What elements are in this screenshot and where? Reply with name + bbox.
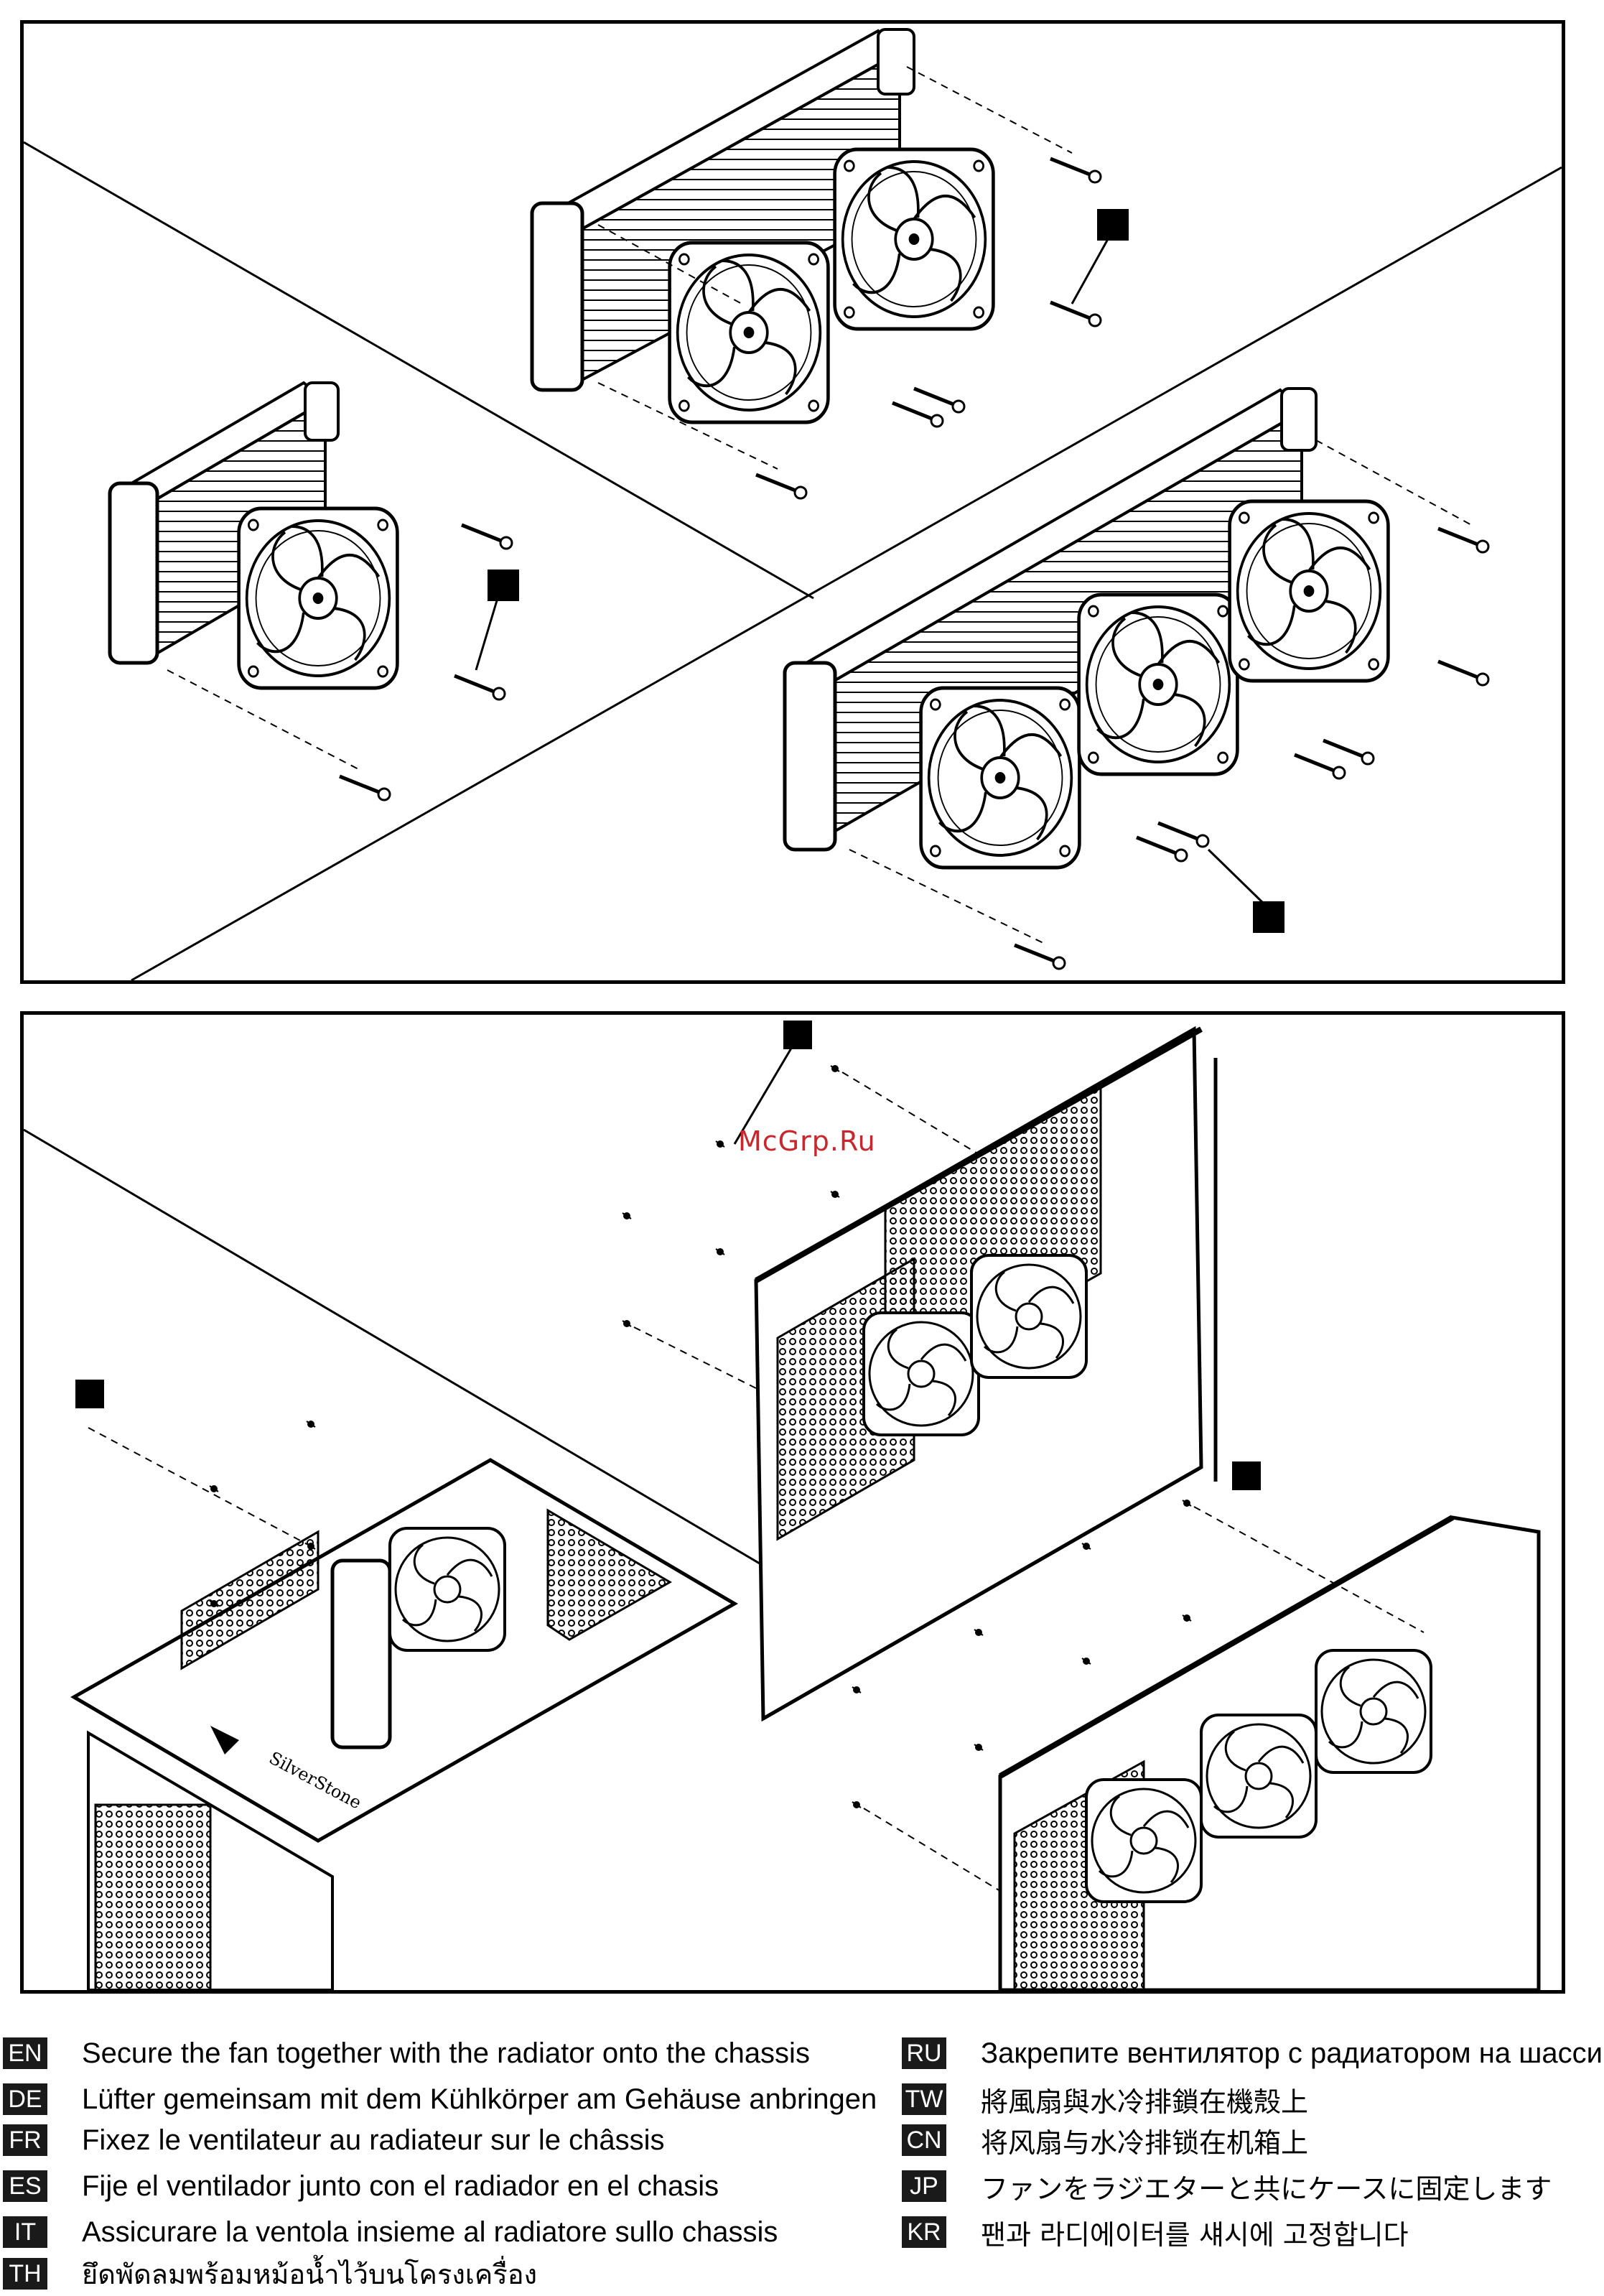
step-marker xyxy=(1232,1461,1261,1490)
step-marker xyxy=(783,1021,812,1049)
instruction-text-fr: Fixez le ventilateur au radiateur sur le… xyxy=(82,2124,665,2156)
chassis-240 xyxy=(754,1026,1218,1722)
instruction-ru: RU Закрепите вентилятор с радиатором на … xyxy=(902,2035,1603,2072)
lang-badge-fr: FR xyxy=(3,2124,47,2156)
fan-120 xyxy=(239,508,398,688)
instruction-text-it: Assicurare la ventola insieme al radiato… xyxy=(82,2216,778,2248)
instruction-text-cn: 将风扇与水冷排锁在机箱上 xyxy=(981,2127,1309,2159)
fan-360-right xyxy=(1230,501,1389,681)
instruction-th: TH ยึดพัดลมพร้อมหม้อน้ำไว้บนโครงเครื่อง xyxy=(3,2255,537,2292)
lang-badge-kr: KR xyxy=(902,2216,946,2248)
chassis-mounting-illustration: SilverStone xyxy=(24,1021,1541,1990)
lang-badge-en: EN xyxy=(3,2037,47,2069)
silverstone-logo-mark xyxy=(210,1726,239,1754)
lang-badge-th: TH xyxy=(3,2258,47,2290)
instruction-es: ES Fije el ventilador junto con el radia… xyxy=(3,2167,719,2205)
radiator-fan-assembly-panel xyxy=(20,20,1565,984)
fan-360-middle xyxy=(1079,595,1238,774)
lang-badge-cn: CN xyxy=(902,2124,946,2156)
instruction-text-tw: 將風扇與水冷排鎖在機殼上 xyxy=(981,2086,1309,2118)
instruction-jp: JP ファンをラジエターと共にケースに固定します xyxy=(902,2167,1552,2205)
lang-badge-tw: TW xyxy=(902,2083,946,2115)
step-marker xyxy=(1253,901,1284,933)
radiator-240 xyxy=(530,28,915,392)
lang-badge-ru: RU xyxy=(902,2037,946,2069)
step-marker xyxy=(1097,209,1129,241)
instruction-text-de: Lüfter gemeinsam mit dem Kühlkörper am G… xyxy=(82,2083,877,2115)
chassis-360 xyxy=(998,1515,1541,1990)
instruction-text-en: Secure the fan together with the radiato… xyxy=(82,2037,810,2069)
lang-badge-de: DE xyxy=(3,2083,47,2115)
fan-240-right xyxy=(835,149,994,329)
lang-badge-jp: JP xyxy=(902,2170,946,2202)
instruction-text-jp: ファンをラジエターと共にケースに固定します xyxy=(981,2172,1552,2205)
lang-badge-es: ES xyxy=(3,2170,47,2202)
chassis-mounting-panel: SilverStone xyxy=(20,1011,1565,1994)
instruction-en: EN Secure the fan together with the radi… xyxy=(3,2035,810,2072)
instruction-text-es: Fije el ventilador junto con el radiador… xyxy=(82,2170,719,2202)
step-marker xyxy=(488,570,519,601)
watermark: McGrp.Ru xyxy=(738,1125,876,1157)
instruction-cn: CN 将风扇与水冷排锁在机箱上 xyxy=(902,2121,1308,2159)
instruction-kr: KR 팬과 라디에이터를 섀시에 고정합니다 xyxy=(902,2213,1409,2251)
step-marker xyxy=(75,1380,104,1408)
instruction-de: DE Lüfter gemeinsam mit dem Kühlkörper a… xyxy=(3,2081,877,2118)
fan-360-left xyxy=(921,688,1080,868)
chassis-120: SilverStone xyxy=(70,1458,738,1990)
instruction-text-ru: Закрепите вентилятор с радиатором на шас… xyxy=(981,2037,1603,2069)
instruction-tw: TW 將風扇與水冷排鎖在機殼上 xyxy=(902,2081,1308,2118)
fan-240-left xyxy=(670,243,829,422)
instruction-fr: FR Fixez le ventilateur au radiateur sur… xyxy=(3,2121,664,2159)
instruction-it: IT Assicurare la ventola insieme al radi… xyxy=(3,2213,778,2251)
instruction-text-th: ยึดพัดลมพร้อมหม้อน้ำไว้บนโครงเครื่อง xyxy=(82,2258,538,2290)
lang-badge-it: IT xyxy=(3,2216,47,2248)
radiator-fan-assembly-illustration xyxy=(24,28,1562,980)
instruction-text-kr: 팬과 라디에이터를 섀시에 고정합니다 xyxy=(981,2218,1409,2251)
